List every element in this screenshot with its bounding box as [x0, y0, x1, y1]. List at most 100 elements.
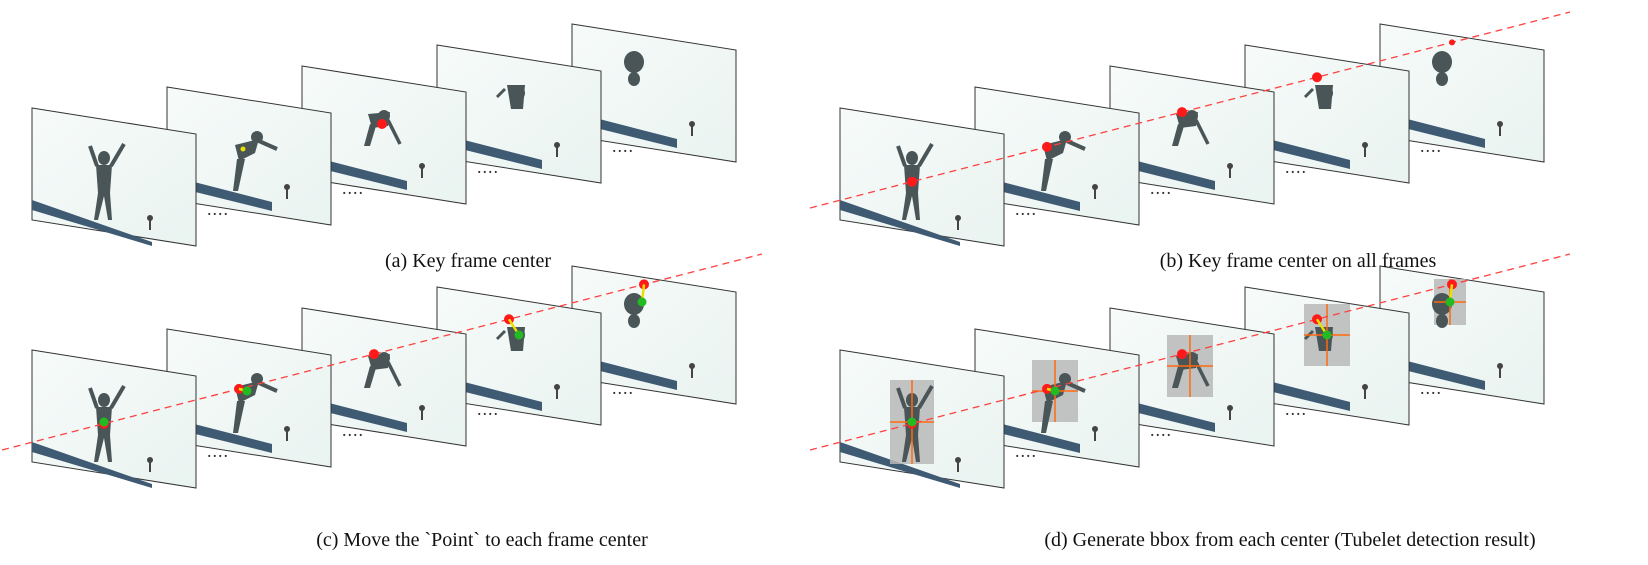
diver-arms [1194, 119, 1210, 145]
diver-torso [507, 85, 525, 109]
lamp-head [1497, 363, 1503, 369]
diving-board [840, 200, 960, 246]
ellipsis-label: .... [342, 420, 364, 440]
diver-legs [902, 193, 920, 220]
diver-torso [1315, 85, 1333, 109]
diver-torso [1436, 314, 1448, 328]
lamp-head [1362, 142, 1368, 148]
diver-silhouette [233, 131, 278, 191]
lamp-head [554, 384, 560, 390]
diver-arms [1066, 139, 1086, 151]
diver-legs [1041, 159, 1053, 191]
diver-head [624, 51, 644, 73]
ellipsis-label: .... [342, 178, 364, 198]
ellipsis-label: .... [1285, 157, 1307, 177]
diving-board [32, 442, 152, 488]
diver-arms [88, 384, 126, 410]
moved-center-dot [907, 417, 917, 427]
lamp-head [419, 163, 425, 169]
frame-1 [31, 107, 197, 247]
frame-1 [31, 349, 197, 489]
lamp-head [1362, 384, 1368, 390]
diver-arms [386, 361, 402, 387]
diver-arms [896, 384, 934, 410]
ellipsis-label: .... [1150, 178, 1172, 198]
lamp-head [955, 457, 961, 463]
ellipsis-label: .... [1420, 136, 1442, 156]
ellipsis-label: .... [612, 136, 634, 156]
diver-torso [1436, 72, 1448, 86]
diver-head [98, 393, 110, 407]
trajectory-line [1, 253, 763, 451]
diver-arms [1066, 381, 1086, 393]
projected-center-dot [907, 176, 917, 187]
diver-silhouette [495, 85, 525, 109]
lamp-head [1227, 405, 1233, 411]
lamp-head [689, 121, 695, 127]
diver-silhouette [1303, 85, 1333, 109]
diver-silhouette [624, 51, 644, 86]
diver-legs [1041, 401, 1053, 433]
small-yellow-dot [240, 146, 246, 152]
projected-center-dot [1042, 141, 1052, 152]
panel-d: ................ [809, 253, 1571, 489]
diver-arms [495, 329, 507, 341]
trajectory-line [809, 11, 1571, 209]
ellipsis-label: .... [1420, 378, 1442, 398]
diver-arms [88, 142, 126, 168]
panel-b: ................ [809, 11, 1571, 247]
diving-board [840, 442, 960, 488]
moved-center-dot [1445, 297, 1455, 307]
lamp-head [419, 405, 425, 411]
diver-legs [364, 366, 376, 388]
projected-center-dot [1312, 72, 1322, 83]
diver-head [1432, 51, 1452, 73]
diving-board [32, 200, 152, 246]
diver-arms [386, 119, 402, 145]
diver-legs [364, 124, 376, 146]
panel-c: ................ [1, 253, 763, 489]
caption-b: (b) Key frame center on all frames [1160, 250, 1437, 272]
ellipsis-label: .... [612, 378, 634, 398]
moved-center-dot [1322, 330, 1332, 340]
lamp-head [554, 142, 560, 148]
frame-border [31, 349, 197, 489]
diver-silhouette [624, 293, 644, 328]
diver-arms [258, 381, 278, 393]
moved-center-dot [242, 386, 252, 396]
projected-center-dot [1177, 349, 1187, 360]
ellipsis-label: .... [1015, 441, 1037, 461]
lamp-head [284, 184, 290, 190]
ellipsis-label: .... [207, 199, 229, 219]
ellipsis-label: .... [207, 441, 229, 461]
diver-legs [233, 401, 245, 433]
diver-legs [1172, 124, 1184, 146]
lamp-head [1227, 163, 1233, 169]
ellipsis-label: .... [1285, 399, 1307, 419]
diver-silhouette [88, 142, 126, 220]
diver-head [98, 151, 110, 165]
diver-torso [628, 314, 640, 328]
frame-5: .... [1379, 23, 1545, 163]
lamp-head [1092, 426, 1098, 432]
panel-a: ................ [31, 23, 737, 247]
frame-3: .... [1109, 307, 1275, 447]
diver-arms [258, 139, 278, 151]
caption-d: (d) Generate bbox from each center (Tube… [1044, 529, 1535, 551]
lamp-head [689, 363, 695, 369]
diver-legs [902, 435, 920, 462]
lamp-head [147, 215, 153, 221]
diver-arms [495, 87, 507, 99]
frame-border [839, 107, 1005, 247]
lamp-head [147, 457, 153, 463]
diver-silhouette [1432, 293, 1452, 328]
frame-1 [839, 349, 1005, 489]
key-center-dot [377, 119, 387, 129]
diver-legs [94, 193, 112, 220]
frame-border [31, 107, 197, 247]
trajectory-line [809, 253, 1571, 451]
caption-a: (a) Key frame center [385, 250, 551, 272]
ellipsis-label: .... [477, 157, 499, 177]
frame-5: .... [571, 265, 737, 405]
